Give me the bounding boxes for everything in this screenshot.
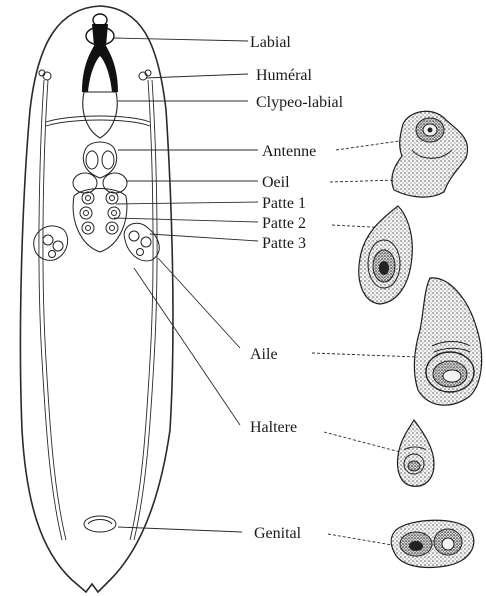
leg-discs — [80, 192, 120, 234]
label-genital: Genital — [254, 525, 302, 542]
eye-antennal-disc-detail — [392, 111, 468, 197]
larva-body — [20, 6, 173, 592]
leg-disc-detail — [359, 206, 412, 304]
labels: Labial Huméral Clypeo-labial Antenne Oei… — [250, 34, 344, 542]
label-labial: Labial — [250, 34, 291, 51]
humeral-disc-left — [39, 70, 51, 80]
wing-disc-detail — [414, 278, 481, 405]
genital-disc-detail — [391, 520, 474, 567]
label-humeral: Huméral — [256, 67, 313, 84]
label-patte-3: Patte 3 — [262, 235, 306, 252]
wing-haltere-discs-right — [124, 223, 159, 261]
label-aile: Aile — [250, 346, 278, 363]
cephalopharyngeal-skeleton — [82, 24, 118, 92]
label-patte-1: Patte 1 — [262, 195, 306, 212]
humeral-disc-right — [139, 70, 151, 80]
haltere-disc-detail — [398, 420, 434, 486]
label-patte-2: Patte 2 — [262, 215, 306, 232]
genital-disc — [84, 516, 116, 532]
label-antenne: Antenne — [262, 143, 316, 160]
label-clypeo-labial: Clypeo-labial — [256, 94, 344, 111]
label-oeil: Oeil — [262, 174, 290, 191]
label-haltere: Haltere — [250, 419, 297, 436]
